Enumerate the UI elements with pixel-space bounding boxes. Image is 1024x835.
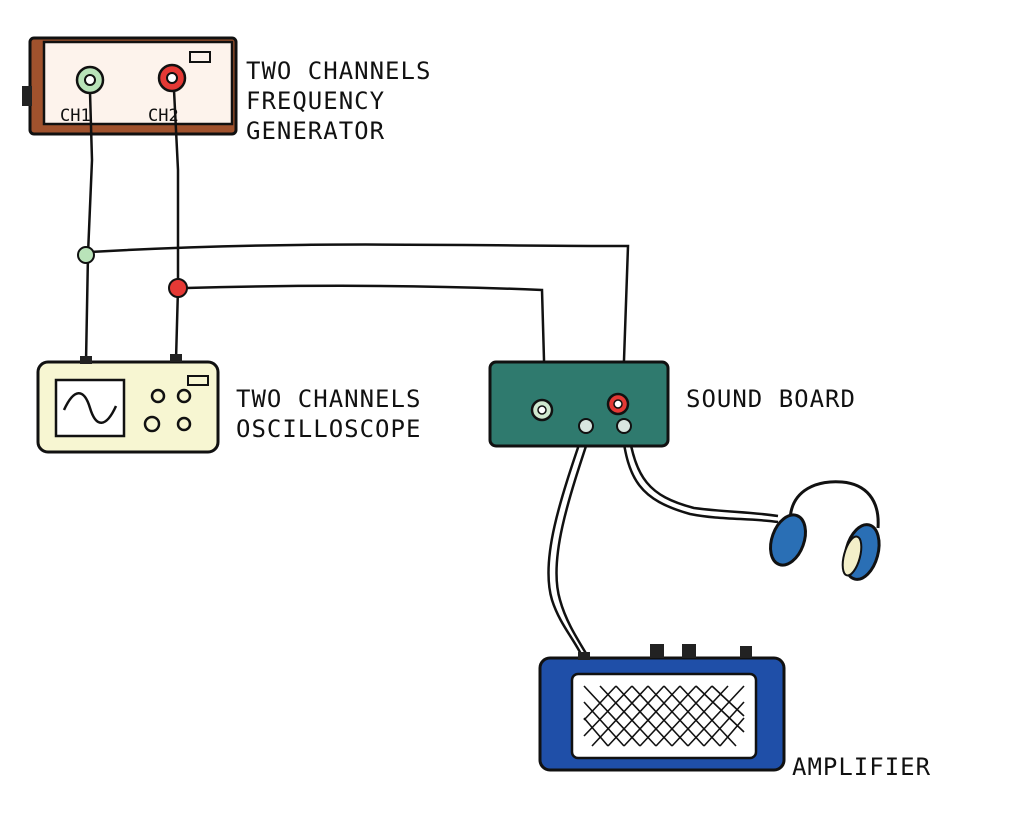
ch2-port-label: CH2 (148, 106, 179, 126)
wire-soundboard-to-headphones (620, 429, 779, 524)
headphones-icon (769, 480, 881, 581)
wire-soundboard-to-amplifier (547, 429, 586, 661)
knob-icon (176, 416, 192, 432)
oscilloscope-label: TWO CHANNELS OSCILLOSCOPE (236, 385, 422, 443)
amplifier-input-jack-icon (578, 652, 590, 660)
ch1-junction-icon (77, 246, 95, 264)
speaker-grille (570, 672, 758, 760)
sound-board-body (488, 360, 670, 448)
sound-board-label: SOUND BOARD (686, 385, 856, 413)
ch2-junction-icon (168, 278, 188, 298)
generator-switch (189, 51, 211, 63)
soundboard-output-icon (578, 418, 594, 434)
amplifier (538, 644, 786, 772)
knob-icon (143, 415, 161, 433)
knob-icon (176, 388, 192, 404)
waveform-icon (62, 392, 118, 424)
generator-face (42, 40, 234, 126)
amplifier-knob-icon (682, 644, 696, 658)
frequency-generator-label: TWO CHANNELS FREQUENCY GENERATOR (246, 57, 432, 145)
amplifier-label: AMPLIFIER (792, 753, 932, 781)
wire-soundboard-to-amplifier-2 (555, 427, 594, 661)
ch1-port-label: CH1 (60, 106, 91, 126)
generator-side-knob (22, 86, 32, 106)
wires (84, 89, 779, 661)
speaker-mesh (583, 685, 745, 747)
soundboard-headphone-output-icon (616, 418, 632, 434)
sound-board (488, 360, 670, 448)
knob-icon (150, 388, 166, 404)
wire-ch1-to-soundboard (89, 243, 630, 403)
amplifier-knob-icon (740, 646, 752, 658)
amplifier-knob-icon (650, 644, 664, 658)
wire-ch2-to-soundboard (185, 284, 546, 409)
oscilloscope (36, 354, 220, 454)
wire-soundboard-to-headphones-2 (626, 429, 779, 518)
wire-ch1-to-scope (84, 91, 94, 363)
wire-ch2-to-scope (172, 89, 180, 361)
frequency-generator: CH1 CH2 (22, 36, 238, 136)
